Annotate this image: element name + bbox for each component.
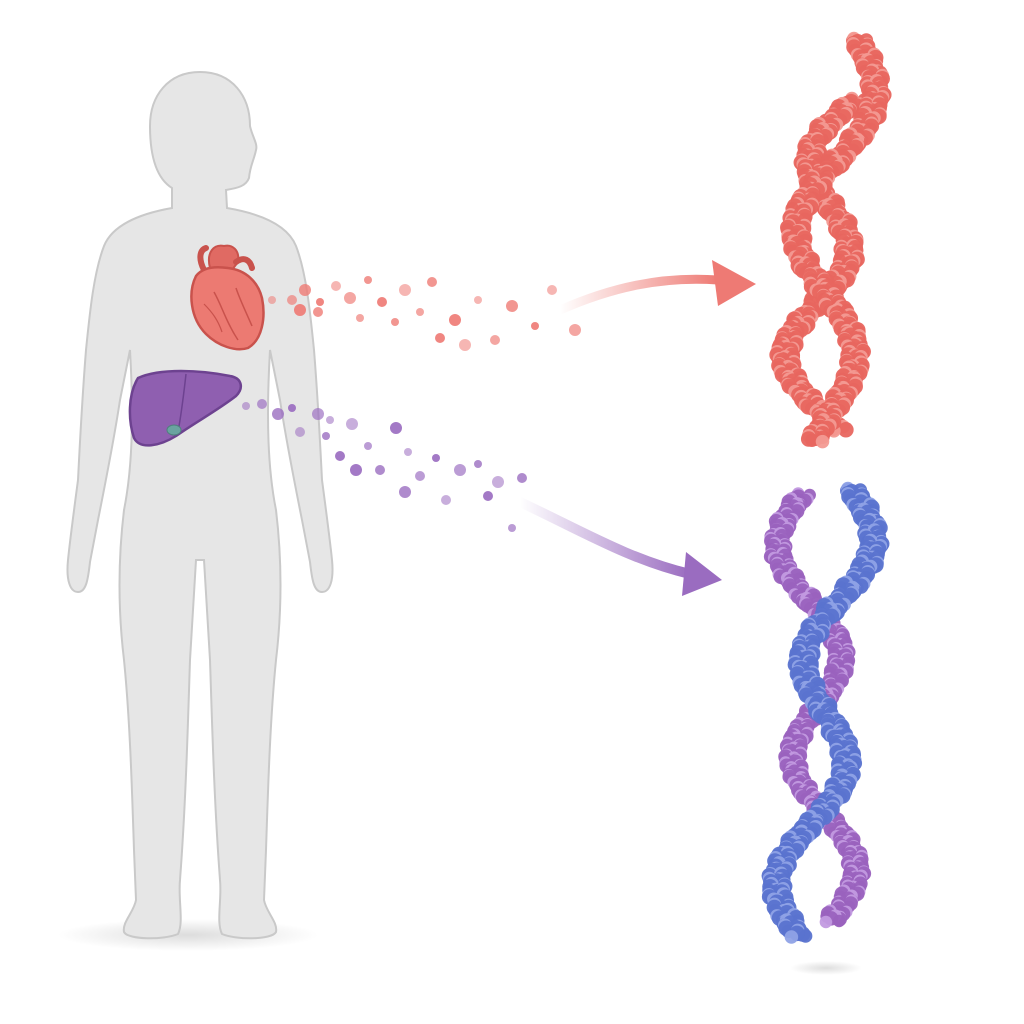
purple-particle — [322, 432, 330, 440]
purple-particle — [326, 416, 334, 424]
purple-particle — [335, 451, 345, 461]
purple-particle — [432, 454, 440, 462]
red-particle — [459, 339, 471, 351]
purple-particle — [508, 524, 516, 532]
red-arrow-shaft — [555, 274, 723, 315]
figure-ground-shadow — [58, 919, 318, 951]
red-particle — [547, 285, 557, 295]
red-particle — [490, 335, 500, 345]
purple-particle — [441, 495, 451, 505]
blue-fibril-bead — [784, 930, 799, 944]
red-particle — [569, 324, 581, 336]
heart-vessel-right — [233, 256, 255, 271]
red-fibril-bead — [815, 434, 830, 449]
red-particle — [531, 322, 539, 330]
purple-particle — [242, 402, 250, 410]
red-particle — [377, 297, 387, 307]
purple-particle — [399, 486, 411, 498]
purple-fibril-bead — [819, 915, 833, 929]
heart-organ-icon — [190, 244, 265, 351]
body-outline — [66, 70, 334, 940]
red-particle — [435, 333, 445, 343]
purple-particle — [517, 473, 527, 483]
red-fibril-bead — [800, 431, 817, 447]
purple-particle — [483, 491, 493, 501]
red-particle-stream — [268, 276, 581, 351]
red-arrow-head — [712, 260, 756, 306]
red-particle — [449, 314, 461, 326]
purple-particle — [272, 408, 284, 420]
red-particle — [416, 308, 424, 316]
red-particle — [356, 314, 364, 322]
liver-body — [128, 369, 243, 447]
red-particle — [313, 307, 323, 317]
red-particle — [331, 281, 341, 291]
red-particle — [287, 295, 297, 305]
heart-vessel-left — [197, 245, 209, 273]
blue-purple-protein-fibril — [761, 481, 890, 944]
purple-particle — [492, 476, 504, 488]
red-particle — [294, 304, 306, 316]
human-body-silhouette — [66, 70, 334, 940]
gallbladder — [166, 424, 182, 436]
purple-particle — [390, 422, 402, 434]
red-particle — [364, 276, 372, 284]
purple-particle — [474, 460, 482, 468]
purple-arrow-head — [682, 552, 722, 596]
purple-arrow — [515, 497, 722, 596]
purple-particle — [404, 448, 412, 456]
red-fibril-bead — [838, 422, 854, 438]
liver-organ-icon — [128, 369, 243, 447]
red-particle — [399, 284, 411, 296]
purple-particle — [364, 442, 372, 450]
purple-particle — [346, 418, 358, 430]
purple-particle — [312, 408, 324, 420]
purple-particle — [454, 464, 466, 476]
purple-particle — [295, 427, 305, 437]
purple-particle — [257, 399, 267, 409]
red-particle — [506, 300, 518, 312]
blue-fibril-shadow — [790, 961, 862, 975]
heart-detail-vessel-1 — [213, 291, 239, 341]
red-particle — [391, 318, 399, 326]
purple-particle — [350, 464, 362, 476]
heart-detail-vessel-2 — [235, 287, 253, 327]
red-particle — [344, 292, 356, 304]
purple-arrow-shaft — [515, 497, 695, 579]
purple-particle — [415, 471, 425, 481]
red-protein-fibril — [769, 31, 892, 449]
red-arrow — [555, 260, 756, 315]
red-particle — [268, 296, 276, 304]
purple-particle — [375, 465, 385, 475]
red-particle — [316, 298, 324, 306]
red-particle — [427, 277, 437, 287]
purple-particle — [288, 404, 296, 412]
red-particle — [299, 284, 311, 296]
heart-detail-vessel-3 — [203, 303, 223, 333]
purple-particle-stream — [242, 399, 527, 532]
red-particle — [474, 296, 482, 304]
heart-body — [190, 266, 265, 351]
